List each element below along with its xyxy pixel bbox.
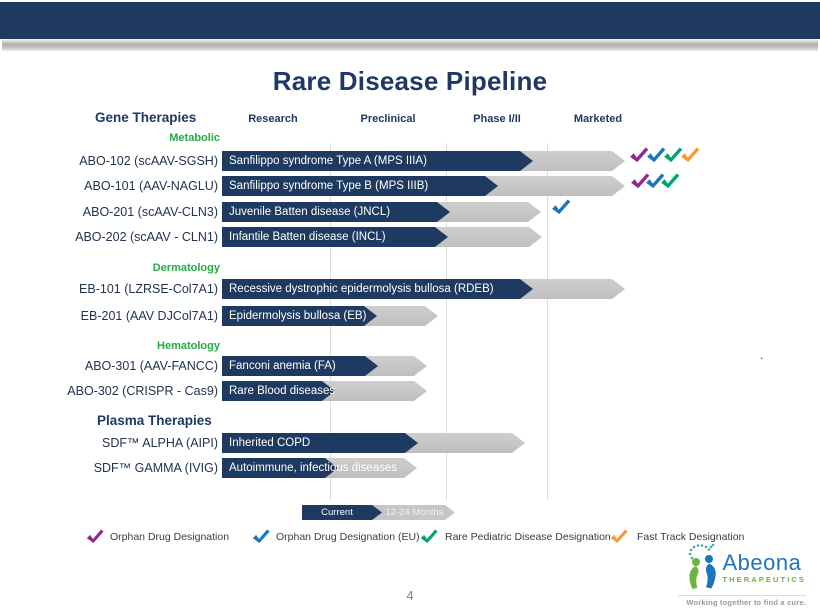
legend-check-fast_track xyxy=(610,529,628,544)
timeline-future-label: 12-24 Months xyxy=(385,507,444,518)
page-number: 4 xyxy=(406,588,414,603)
row-label-0: ABO-102 (scAAV-SGSH) xyxy=(79,154,218,168)
top-banner xyxy=(0,2,820,39)
check-rare_pediatric-row-1 xyxy=(661,173,680,189)
bar-indication-6: Fanconi anemia (FA) xyxy=(229,360,336,372)
column-header-1: Preclinical xyxy=(360,113,416,125)
timeline-current-label: Current xyxy=(321,507,353,518)
column-header-3: Marketed xyxy=(573,113,623,125)
logo-subtitle: THERAPEUTICS xyxy=(722,575,806,584)
row-label-8: SDF™ ALPHA (AIPI) xyxy=(101,436,218,450)
bar-current-4 xyxy=(222,279,533,299)
bar-current-8 xyxy=(222,433,418,453)
bar-indication-2: Juvenile Batten disease (JNCL) xyxy=(229,206,391,218)
category-label-0: Metabolic xyxy=(169,132,220,144)
row-label-2: ABO-201 (scAAV-CLN3) xyxy=(82,205,218,219)
logo-brand: Abeona xyxy=(722,550,802,575)
check-fast_track-row-0 xyxy=(681,147,700,163)
row-label-6: ABO-301 (AAV-FANCC) xyxy=(84,359,218,373)
legend-check-orphan xyxy=(86,529,104,544)
check-orphan_eu-row-2 xyxy=(552,199,571,215)
check-orphan-row-1 xyxy=(631,173,650,189)
abeona-logo: Abeona THERAPEUTICS Working together to … xyxy=(678,544,806,607)
category-label-2: Hematology xyxy=(157,340,220,352)
row-label-3: ABO-202 (scAAV - CLN1) xyxy=(75,230,218,244)
check-orphan_eu-row-1 xyxy=(646,173,665,189)
row-label-1: ABO-101 (AAV-NAGLU) xyxy=(84,179,218,193)
bar-current-6 xyxy=(222,356,378,376)
check-orphan_eu-row-0 xyxy=(647,147,666,163)
bar-current-2 xyxy=(222,202,450,222)
gridline-2 xyxy=(547,143,548,500)
row-label-4: EB-101 (LZRSE-Col7A1) xyxy=(79,282,218,296)
check-rare_pediatric-row-0 xyxy=(664,147,683,163)
legend-label-rare_pediatric: Rare Pediatric Disease Designation xyxy=(445,531,611,543)
row-label-5: EB-201 (AAV DJCol7A1) xyxy=(80,309,218,323)
legend-check-orphan_eu xyxy=(252,529,270,544)
bar-current-5 xyxy=(222,306,377,326)
bar-current-1 xyxy=(222,176,498,196)
bar-indication-3: Infantile Batten disease (INCL) xyxy=(229,231,386,243)
row-label-7: ABO-302 (CRISPR - Cas9) xyxy=(67,384,218,398)
legend-check-rare_pediatric xyxy=(420,529,438,544)
bar-indication-0: Sanfilippo syndrome Type A (MPS IIIA) xyxy=(229,155,427,167)
bar-indication-5: Epidermolysis bullosa (EB) xyxy=(229,310,367,322)
legend-label-orphan_eu: Orphan Drug Designation (EU) xyxy=(276,531,420,543)
bar-indication-7: Rare Blood diseases xyxy=(229,385,336,397)
check-orphan-row-0 xyxy=(630,147,649,163)
legend-label-orphan: Orphan Drug Designation xyxy=(110,531,230,543)
column-header-0: Research xyxy=(248,113,298,125)
logo-tagline: Working together to find a cure. xyxy=(678,595,806,607)
abeona-figures-icon xyxy=(689,544,717,589)
bar-current-0 xyxy=(222,151,533,171)
bar-current-7 xyxy=(222,381,335,401)
gridline-1 xyxy=(446,143,447,500)
section-header-0: Gene Therapies xyxy=(95,110,197,125)
category-label-1: Dermatology xyxy=(152,262,220,274)
stray-dot: . xyxy=(760,348,764,362)
legend-label-fast_track: Fast Track Designation xyxy=(637,531,745,543)
bar-indication-8: Inherited COPD xyxy=(229,437,311,449)
bar-indication-4: Recessive dystrophic epidermolysis bullo… xyxy=(229,283,494,295)
banner-shadow-strip xyxy=(2,39,818,51)
bar-current-9 xyxy=(222,458,338,478)
bar-indication-1: Sanfilippo syndrome Type B (MPS IIIB) xyxy=(229,180,429,192)
row-label-9: SDF™ GAMMA (IVIG) xyxy=(93,461,218,475)
bar-indication-9: Autoimmune, infectious diseases xyxy=(229,462,398,474)
timeline-current-bar xyxy=(302,505,382,520)
column-header-2: Phase I/II xyxy=(473,113,521,125)
bar-current-3 xyxy=(222,227,448,247)
section-header-1: Plasma Therapies xyxy=(97,413,212,428)
slide-title: Rare Disease Pipeline xyxy=(272,66,548,96)
